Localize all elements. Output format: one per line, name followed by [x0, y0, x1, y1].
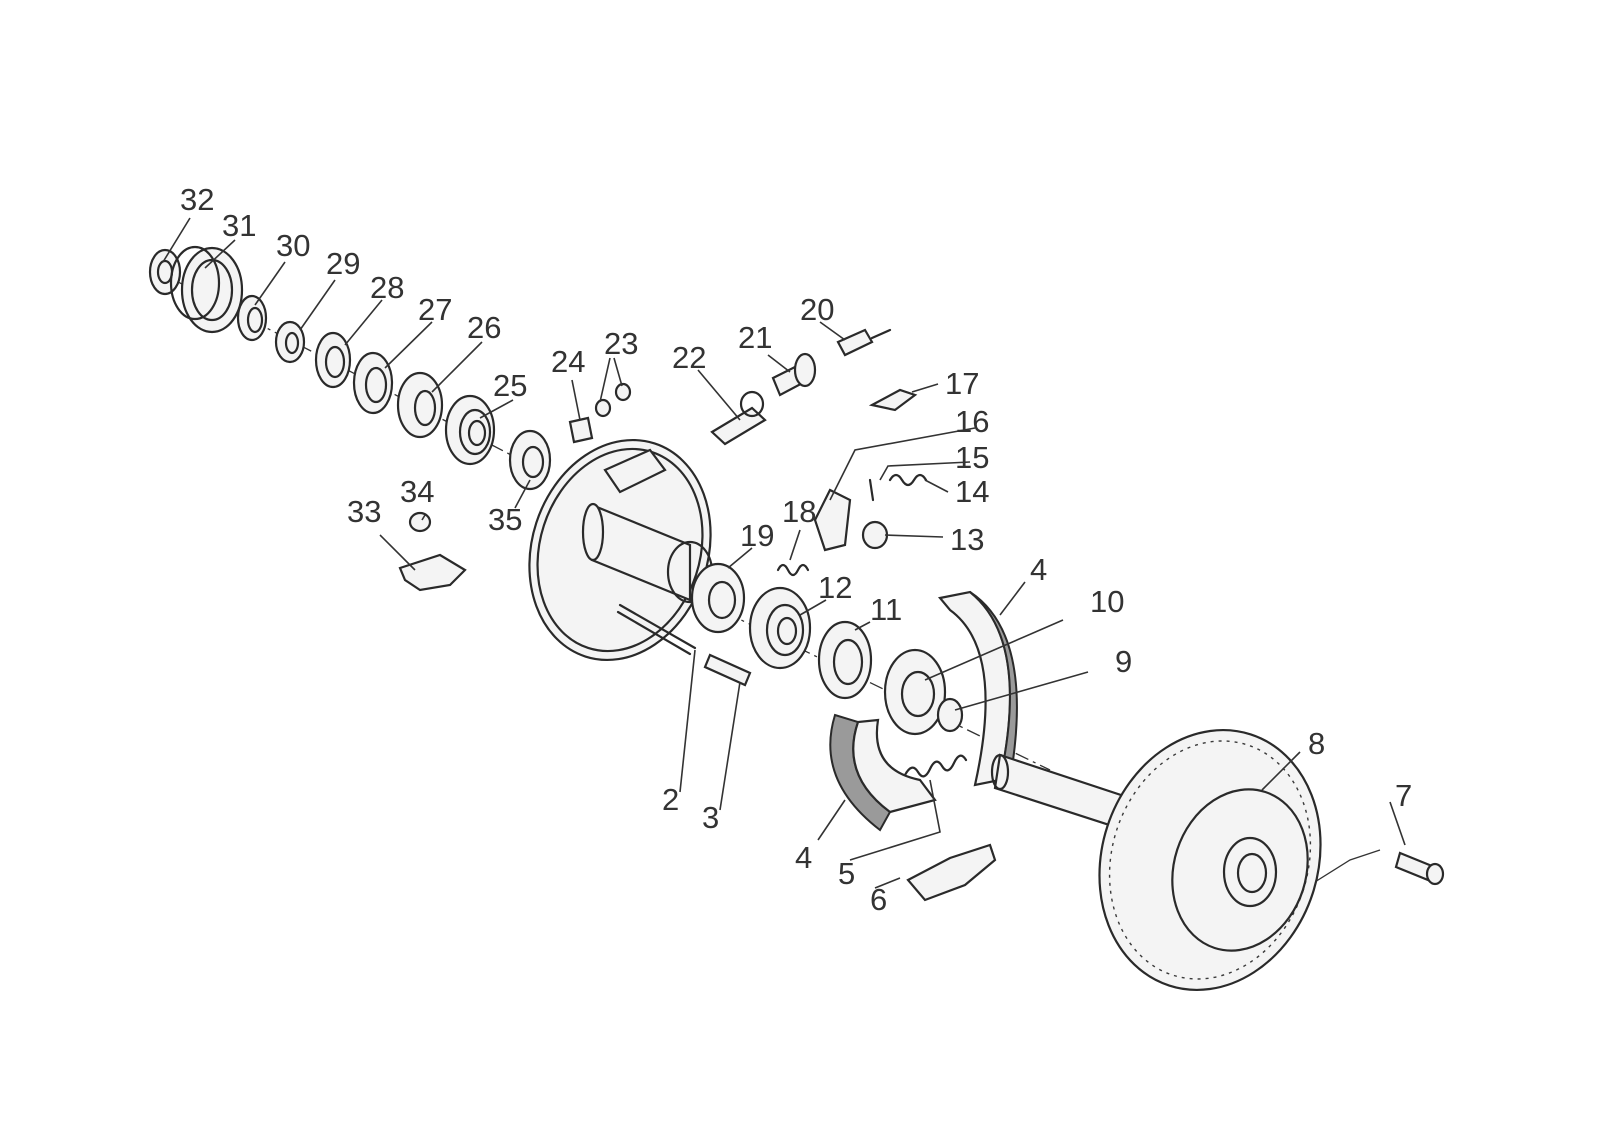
part-21-cam [771, 352, 817, 397]
callout-26: 26 [467, 310, 501, 345]
part-14-spring [888, 473, 928, 487]
callout-6: 6 [870, 882, 887, 917]
part-28-lock-washer [314, 331, 352, 389]
callout-22: 22 [672, 340, 706, 375]
callout-35: 35 [488, 502, 522, 537]
part-35-seal [508, 429, 552, 491]
part-3-link [703, 653, 752, 687]
part-17-lever [868, 388, 918, 412]
part-27-seal [352, 351, 394, 415]
part-5-return-spring [903, 754, 968, 778]
part-13-nut [861, 520, 889, 550]
callout-23: 23 [604, 326, 638, 361]
part-20-adjuster [836, 328, 892, 357]
callout-4-upper: 4 [1030, 552, 1047, 587]
callout-20: 20 [800, 292, 834, 327]
callout-34: 34 [400, 474, 434, 509]
callout-13: 13 [950, 522, 984, 557]
part-9-washer [936, 697, 964, 733]
callout-2: 2 [662, 782, 679, 817]
callout-9: 9 [1115, 644, 1132, 679]
part-29-castle-nut [274, 320, 306, 364]
part-7-wheel-bolt [1394, 851, 1445, 886]
callout-8: 8 [1308, 726, 1325, 761]
callout-14: 14 [955, 474, 989, 509]
part-8-brake-drum [1098, 729, 1322, 991]
callout-31: 31 [222, 208, 256, 243]
callout-19: 19 [740, 518, 774, 553]
part-34-nut [408, 511, 432, 533]
callout-33: 33 [347, 494, 381, 529]
part-22-lever [710, 390, 767, 446]
part-24-clip [568, 416, 594, 444]
part-15-pin [868, 478, 875, 502]
part-11-race [817, 620, 873, 700]
part-33-bracket [398, 553, 467, 592]
part-6-lever [906, 843, 997, 902]
callout-16: 16 [955, 404, 989, 439]
callout-30: 30 [276, 228, 310, 263]
callout-32: 32 [180, 182, 214, 217]
callout-24: 24 [551, 344, 585, 379]
callout-3: 3 [702, 800, 719, 835]
part-23-screws [594, 382, 632, 418]
callout-12: 12 [818, 570, 852, 605]
part-10-plate [883, 648, 947, 736]
callout-21: 21 [738, 320, 772, 355]
callout-27: 27 [418, 292, 452, 327]
callout-4-lower: 4 [795, 840, 812, 875]
callout-29: 29 [326, 246, 360, 281]
part-25-bearing [444, 394, 496, 466]
callout-25: 25 [493, 368, 527, 403]
part-19-seal [690, 562, 746, 634]
callout-11: 11 [870, 592, 902, 627]
callout-5: 5 [838, 856, 855, 891]
callout-18: 18 [782, 494, 816, 529]
callout-labels: 32 31 30 29 28 27 26 25 24 23 22 21 20 1… [180, 182, 1412, 917]
part-30-washer [236, 294, 268, 342]
callout-15: 15 [955, 440, 989, 475]
callout-10: 10 [1090, 584, 1124, 619]
callout-28: 28 [370, 270, 404, 305]
part-32-dust-cap [148, 248, 182, 296]
part-18-spring [776, 563, 810, 577]
part-26-spacer-ring [396, 371, 444, 439]
callout-17: 17 [945, 366, 979, 401]
callout-7: 7 [1395, 778, 1412, 813]
part-2-pin [616, 603, 697, 656]
part-12-bearing [748, 586, 812, 670]
part-31-boot [169, 245, 244, 334]
backing-plate [528, 438, 714, 662]
part-4-brake-shoe-lower [829, 713, 937, 832]
leader-lines [162, 217, 1406, 889]
part-16-plate [813, 488, 852, 552]
